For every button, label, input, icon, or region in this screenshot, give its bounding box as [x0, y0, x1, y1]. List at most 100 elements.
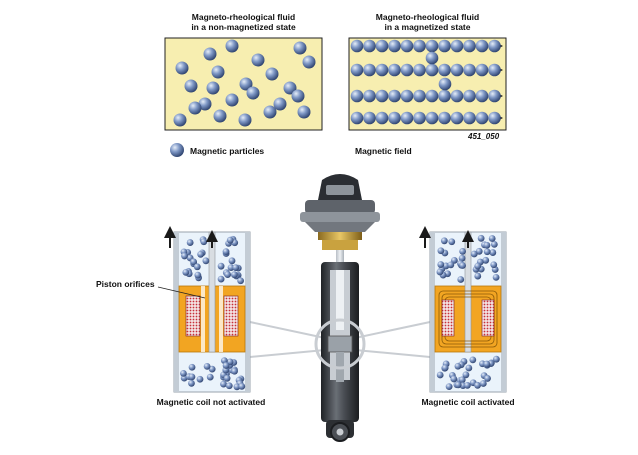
magnetic-particle — [203, 47, 217, 61]
magnetic-particle — [475, 247, 483, 255]
magnetic-particle — [470, 250, 478, 258]
piston-orifices-label: Piston orifices — [96, 279, 155, 289]
magnetic-particle — [388, 111, 401, 125]
magnetic-particle — [458, 254, 466, 262]
zoom-circle — [314, 318, 366, 370]
magnetic-particle — [425, 89, 439, 103]
magnetic-particle — [200, 238, 208, 246]
magnetic-particle — [438, 77, 452, 91]
magnetic-particle — [474, 262, 482, 270]
magnetic-particle — [488, 235, 496, 242]
magnetic-particle — [474, 381, 481, 389]
magnetized-title-line1: Magneto-rheological fluid — [375, 12, 480, 22]
magnetic-particle — [363, 63, 376, 77]
magnetic-particle — [438, 111, 451, 125]
magnetic-particle — [265, 67, 279, 81]
magnetic-particle — [463, 89, 476, 103]
cylinder-coil-activated — [429, 231, 507, 393]
magnetic-particle — [438, 39, 451, 53]
magnetic-particle — [492, 273, 500, 281]
magnetic-particle — [437, 261, 445, 268]
magnetic-particle — [375, 89, 389, 103]
magnetic-particle — [490, 261, 498, 269]
magnetic-particle — [206, 81, 220, 95]
magnetic-particle — [350, 111, 364, 125]
magnetic-particle — [208, 365, 216, 373]
left-cylinder-particles — [180, 235, 246, 391]
magnetic-field-label: Magnetic field — [355, 146, 412, 156]
magnetic-particle — [225, 39, 239, 53]
magnetic-particle — [227, 264, 235, 272]
figure-number: 451_050 — [468, 132, 500, 141]
magnetic-particle — [454, 362, 462, 370]
magnetic-particle — [438, 63, 451, 77]
magnetic-particle — [459, 262, 466, 269]
magnetic-particle — [375, 63, 389, 77]
magnetic-particle — [206, 373, 214, 381]
magnetic-particle — [222, 362, 230, 369]
magnetic-particle — [217, 262, 225, 270]
magnetic-particle — [203, 362, 211, 370]
magnetic-particle — [413, 89, 426, 103]
magnetized-title: Magneto-rheological fluid in a magnetize… — [349, 12, 506, 32]
magnetic-particle — [475, 111, 489, 125]
magnetic-particle — [475, 89, 489, 103]
magnetic-particle — [425, 63, 439, 77]
magnetic-particle — [425, 51, 439, 65]
magnetic-particle — [302, 55, 316, 69]
magnetic-particle — [188, 379, 195, 387]
magnetic-particle — [475, 63, 489, 77]
magnetic-particle — [181, 252, 188, 260]
non-magnetized-title-line2: in a non-magnetized state — [191, 22, 296, 32]
magnetic-particle — [213, 109, 227, 123]
magnetic-particle — [483, 360, 491, 368]
magnetic-particle — [436, 268, 444, 276]
chained-particles — [350, 39, 501, 125]
magnetic-particle — [223, 374, 231, 382]
magnetic-particle — [463, 111, 476, 125]
magnetic-particle — [474, 272, 482, 280]
magnetic-particle — [173, 113, 187, 127]
magnetic-particle — [413, 63, 426, 77]
shock-absorber — [300, 174, 380, 442]
magnetic-particle — [283, 81, 297, 95]
magnetic-particle — [438, 89, 451, 103]
magnetic-particle — [400, 63, 414, 77]
magnetic-particle — [217, 275, 225, 283]
magnetic-particle — [425, 39, 439, 53]
magnetic-particle — [492, 355, 500, 363]
magnetic-particle — [450, 39, 464, 53]
magnetic-particle — [297, 105, 311, 119]
magnetic-particle — [198, 97, 212, 111]
magnetic-particle — [465, 364, 473, 372]
magnetic-particle — [224, 271, 232, 278]
magnetic-particle — [477, 234, 485, 242]
magnetic-particle — [194, 271, 202, 279]
magnetic-particle — [463, 39, 476, 53]
magnetic-particle — [193, 263, 201, 271]
magnetic-particle — [363, 111, 376, 125]
magnetic-particle — [375, 111, 389, 125]
magnetic-particle — [363, 39, 376, 53]
magnetic-particle — [459, 248, 467, 255]
coil-not-activated-label: Magnetic coil not activated — [156, 397, 266, 407]
magnetic-particle — [488, 39, 501, 53]
magnetic-particle — [400, 111, 414, 125]
magnetic-particle — [232, 264, 240, 272]
magnetic-particle — [388, 89, 401, 103]
magnetic-particle — [450, 89, 464, 103]
magnetic-particle-icon — [170, 143, 184, 157]
magnetic-particle — [202, 257, 210, 265]
magnetic-particle — [437, 247, 445, 255]
magnetic-particle — [350, 89, 364, 103]
magnetic-particle — [263, 105, 277, 119]
magnetic-particle — [184, 79, 198, 93]
magnetic-particle — [228, 257, 236, 265]
magnetic-particle — [482, 256, 490, 264]
zoom-connector-left — [249, 321, 326, 358]
magnetic-particle — [458, 376, 466, 384]
magnetic-particle — [400, 89, 414, 103]
up-arrow-icon — [164, 226, 474, 248]
magnetic-particle — [233, 383, 241, 391]
